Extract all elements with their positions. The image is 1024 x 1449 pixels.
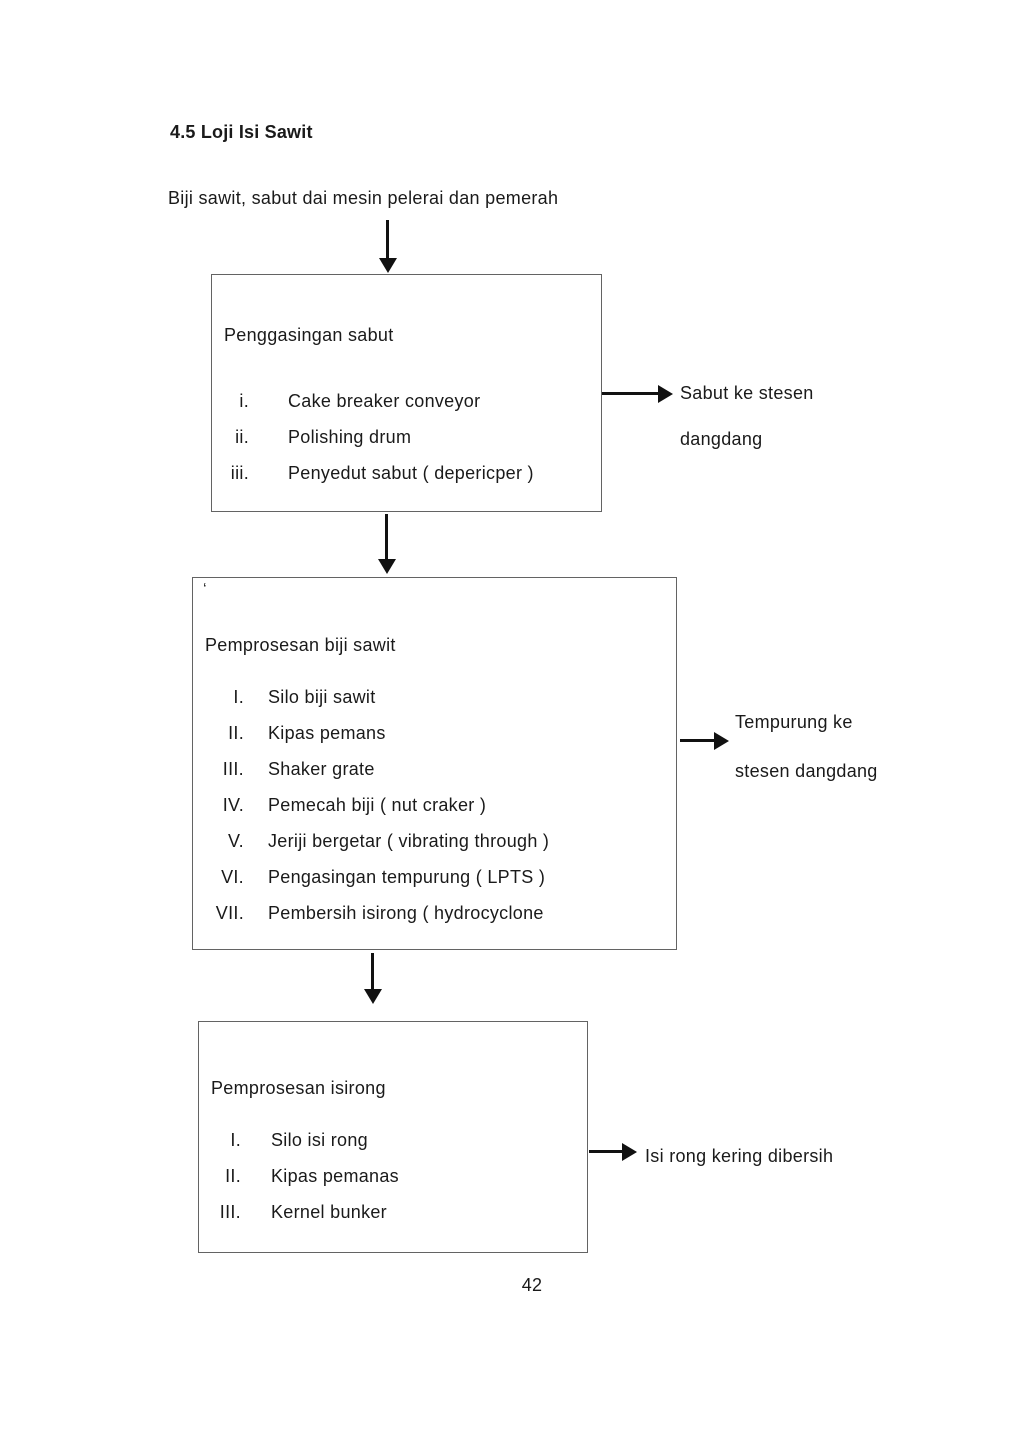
page-number: 42: [521, 1275, 543, 1295]
item-text: Pemecah biji ( nut craker ): [268, 794, 487, 815]
list-item: II. Kipas pemans: [193, 715, 676, 751]
item-numeral: V.: [228, 830, 244, 851]
item-numeral: I.: [233, 686, 244, 707]
flowchart-box-pemprosesan-isirong: Pemprosesan isirong I. Silo isi rong II.…: [198, 1021, 588, 1253]
item-text: Pengasingan tempurung ( LPTS ): [268, 866, 546, 887]
section-heading: 4.5 Loji Isi Sawit: [170, 122, 313, 142]
item-numeral: IV.: [222, 794, 244, 815]
item-text: Cake breaker conveyor: [288, 390, 481, 411]
box3-title: Pemprosesan isirong: [211, 1078, 386, 1098]
side-note-isi-rong: Isi rong kering dibersih: [645, 1146, 833, 1167]
item-text: Penyedut sabut ( depericper ): [288, 462, 534, 483]
side-note-line: Isi rong kering dibersih: [645, 1146, 834, 1166]
stray-quote-mark: ‘: [203, 581, 207, 598]
box2-list: I. Silo biji sawit II. Kipas pemans III.…: [193, 679, 676, 931]
side-note-line: Tempurung ke: [735, 712, 853, 732]
flowchart-box-penggasingan-sabut: Penggasingan sabut i. Cake breaker conve…: [211, 274, 602, 512]
list-item: III. Kernel bunker: [199, 1194, 587, 1230]
side-note-line: dangdang: [680, 429, 763, 449]
box1-list: i. Cake breaker conveyor ii. Polishing d…: [212, 383, 601, 491]
side-note-line: Sabut ke stesen: [680, 383, 814, 403]
list-item: V. Jeriji bergetar ( vibrating through ): [193, 823, 676, 859]
item-numeral: iii.: [230, 462, 249, 483]
list-item: I. Silo biji sawit: [193, 679, 676, 715]
side-note-line: stesen dangdang: [735, 761, 878, 781]
item-numeral: VII.: [215, 902, 244, 923]
list-item: IV. Pemecah biji ( nut craker ): [193, 787, 676, 823]
item-numeral: III.: [222, 758, 244, 779]
item-numeral: II.: [225, 1165, 241, 1186]
box2-title: Pemprosesan biji sawit: [205, 635, 396, 655]
right-arrow-box3-to-note: [589, 1150, 622, 1153]
item-numeral: ii.: [235, 426, 249, 447]
list-item: i. Cake breaker conveyor: [212, 383, 601, 419]
side-note-tempurung: Tempurung ke stesen dangdang: [735, 698, 878, 796]
item-text: Polishing drum: [288, 426, 412, 447]
list-item: ii. Polishing drum: [212, 419, 601, 455]
list-item: III. Shaker grate: [193, 751, 676, 787]
item-numeral: VI.: [221, 866, 244, 887]
box3-list: I. Silo isi rong II. Kipas pemanas III. …: [199, 1122, 587, 1230]
item-text: Kernel bunker: [271, 1201, 387, 1222]
flowchart-box-pemprosesan-biji-sawit: ‘ Pemprosesan biji sawit I. Silo biji sa…: [192, 577, 677, 950]
item-numeral: i.: [239, 390, 249, 411]
side-note-sabut: Sabut ke stesen dangdang: [680, 370, 814, 462]
list-item: VII. Pembersih isirong ( hydrocyclone: [193, 895, 676, 931]
item-numeral: III.: [219, 1201, 241, 1222]
intro-text: Biji sawit, sabut dai mesin pelerai dan …: [168, 188, 559, 208]
box1-title: Penggasingan sabut: [224, 325, 394, 345]
item-text: Silo isi rong: [271, 1129, 368, 1150]
list-item: VI. Pengasingan tempurung ( LPTS ): [193, 859, 676, 895]
item-text: Jeriji bergetar ( vibrating through ): [268, 830, 550, 851]
item-text: Pembersih isirong ( hydrocyclone: [268, 902, 544, 923]
list-item: II. Kipas pemanas: [199, 1158, 587, 1194]
item-text: Shaker grate: [268, 758, 375, 779]
right-arrow-box1-to-note: [602, 392, 658, 395]
down-arrow-intro-to-box1: [386, 220, 389, 258]
list-item: I. Silo isi rong: [199, 1122, 587, 1158]
item-text: Silo biji sawit: [268, 686, 376, 707]
item-numeral: II.: [228, 722, 244, 743]
item-text: Kipas pemans: [268, 722, 386, 743]
item-text: Kipas pemanas: [271, 1165, 399, 1186]
down-arrow-box1-to-box2: [385, 514, 388, 559]
item-numeral: I.: [230, 1129, 241, 1150]
down-arrow-box2-to-box3: [371, 953, 374, 989]
list-item: iii. Penyedut sabut ( depericper ): [212, 455, 601, 491]
right-arrow-box2-to-note: [680, 739, 714, 742]
